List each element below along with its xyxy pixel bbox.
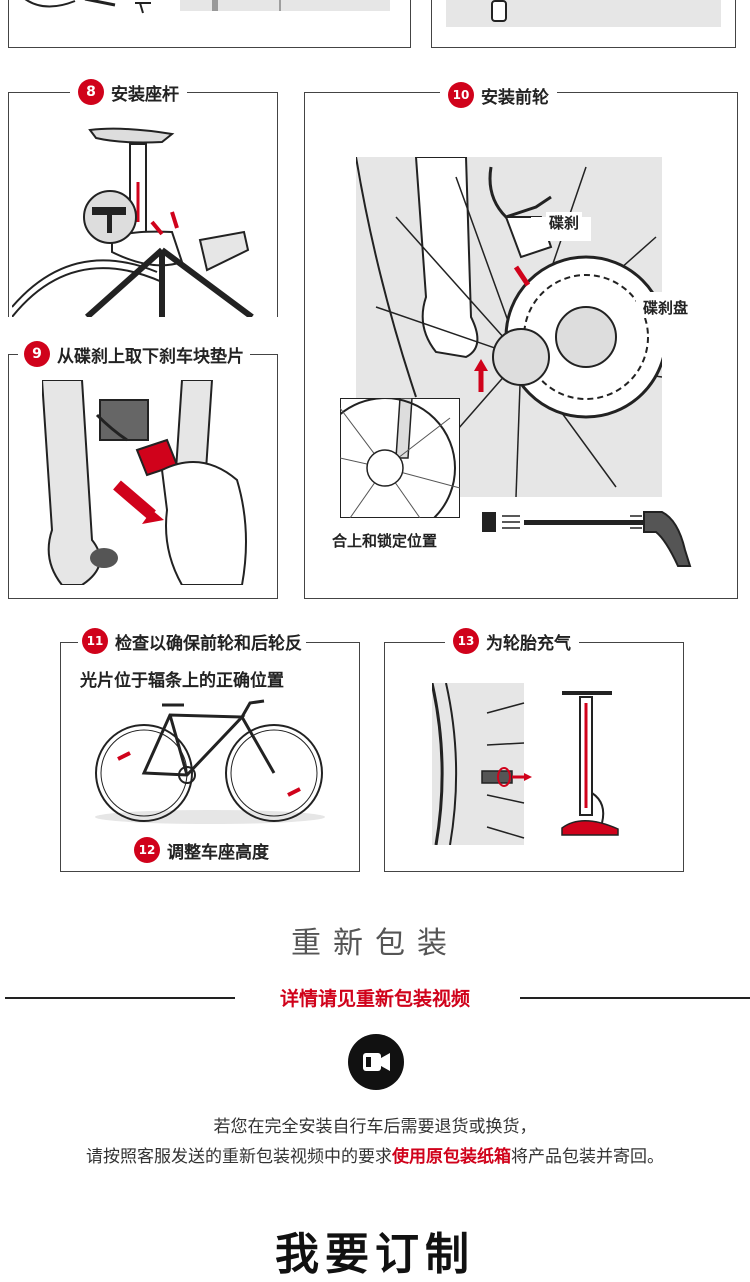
video-camera-glyph	[363, 1053, 390, 1071]
lock-position-label: 合上和锁定位置	[332, 532, 438, 550]
customize-section-title: 我要订制	[275, 1229, 475, 1280]
wheel-inset-illustration	[340, 398, 460, 518]
step-13-title: 13 为轮胎充气	[445, 626, 579, 656]
divider-left	[5, 997, 235, 999]
step-badge: 10	[448, 82, 474, 108]
bicycle-reflector-illustration	[95, 699, 325, 824]
step-11-title-line2: 光片位于辐条上的正确位置	[80, 671, 284, 691]
repack-section-title: 重新包装	[291, 926, 459, 961]
step-badge: 8	[78, 79, 104, 105]
repack-note-line2: 请按照客服发送的重新包装视频中的要求使用原包装纸箱将产品包装并寄回。	[86, 1147, 664, 1167]
step-badge: 9	[24, 341, 50, 367]
repack-video-link[interactable]: 详情请见重新包装视频	[279, 988, 470, 1010]
divider-right	[520, 997, 750, 999]
disc-rotor-label: 碟刹盘	[640, 297, 692, 318]
step-badge: 12	[134, 837, 160, 863]
brake-label: 碟刹	[546, 212, 583, 233]
brake-pad-removal-illustration	[42, 380, 247, 585]
step-badge: 13	[453, 628, 479, 654]
step-7-illustration	[24, 0, 390, 14]
step-7-box-partial	[8, 0, 411, 48]
step-8-title: 8 安装座杆	[70, 78, 187, 106]
video-camera-icon[interactable]	[348, 1034, 404, 1090]
step-12-title: 12 调整车座高度	[132, 835, 271, 865]
step-badge: 11	[82, 628, 108, 654]
step-6-box-partial	[431, 0, 736, 48]
step-11-title: 11 检查以确保前轮和后轮反	[78, 626, 306, 656]
step-10-title: 10 安装前轮	[440, 80, 557, 110]
step-11-box	[60, 642, 360, 872]
original-box-emphasis: 使用原包装纸箱	[392, 1147, 511, 1167]
seatpost-illustration	[12, 127, 254, 317]
tire-inflation-illustration	[432, 683, 619, 845]
front-wheel-illustration	[356, 157, 662, 497]
quick-release-skewer-illustration	[482, 511, 692, 567]
step-9-title: 9 从碟刹上取下刹车块垫片	[18, 340, 250, 368]
pedal-illustration	[446, 0, 721, 27]
repack-note-line1: 若您在完全安装自行车后需要退货或换货，	[213, 1117, 537, 1137]
